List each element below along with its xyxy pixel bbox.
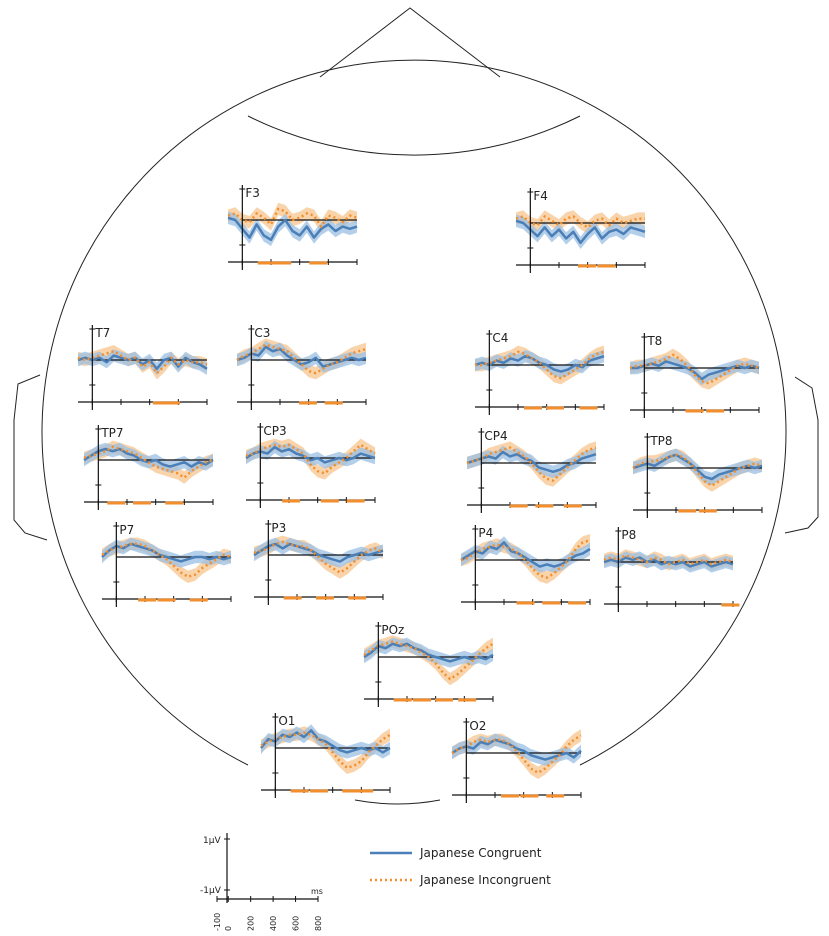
channel-label-c3: C3 [254, 326, 270, 340]
series-incongruent-p8 [603, 554, 734, 566]
channel-label-f3: F3 [245, 186, 260, 200]
scale-x-tick-label-3: 400 [269, 916, 278, 931]
channel-panel-t7: T7 [77, 325, 208, 410]
channel-panel-tp8: TP8 [632, 433, 763, 518]
channel-panel-poz: POz [363, 622, 494, 707]
head-circle-main-arc [41, 59, 787, 766]
scale-x-tick-label-5: 800 [314, 916, 323, 931]
channel-panel-o2: O2 [451, 718, 582, 803]
channel-panel-t8: T8 [629, 333, 760, 418]
series-incongruent-cp4 [466, 446, 597, 482]
channel-panel-tp7: TP7 [83, 425, 214, 510]
head-outline [13, 7, 819, 805]
channel-label-p7: P7 [119, 523, 134, 537]
channel-label-o2: O2 [469, 719, 486, 733]
head-circle-bottom-gap-arc [354, 799, 441, 805]
channel-label-tp7: TP7 [100, 426, 123, 440]
channel-panel-p4: P4 [460, 525, 591, 610]
channel-label-t7: T7 [94, 326, 110, 340]
series-congruent-t7 [77, 354, 208, 371]
head-left-ear [13, 374, 48, 541]
series-congruent-p3 [253, 542, 384, 563]
channel-panel-p8: P8 [603, 527, 740, 612]
series-congruent-cp3 [245, 445, 376, 464]
legend-incongruent-label: Japanese Incongruent [419, 873, 551, 887]
series-incongruent-p7 [101, 542, 232, 579]
scale-x-unit: ms [311, 887, 323, 896]
scale-x-tick-label-4: 600 [292, 916, 301, 931]
series-congruent-c3 [236, 345, 367, 368]
channel-label-cp3: CP3 [263, 424, 286, 438]
series-congruent-p4 [460, 541, 591, 568]
channel-panel-f4: F4 [515, 188, 646, 273]
scale-x-tick-label-0: -100 [213, 913, 222, 931]
channel-panel-cp3: CP3 [245, 423, 376, 508]
head-nose [319, 7, 501, 78]
series-congruent-f3 [227, 216, 358, 242]
legend: Japanese Congruent Japanese Incongruent [370, 846, 551, 887]
series-incongruent-tp7 [83, 445, 214, 479]
series-congruent-c4 [474, 354, 605, 373]
scale-x-tick-label-1: 0 [224, 926, 233, 931]
channel-label-t8: T8 [646, 334, 662, 348]
channel-label-p4: P4 [478, 526, 493, 540]
series-congruent-cp4 [466, 450, 597, 474]
series-incongruent-t8 [629, 353, 760, 385]
series-congruent-tp8 [632, 453, 763, 481]
series-incongruent-p3 [253, 540, 384, 574]
channel-label-tp8: TP8 [649, 434, 672, 448]
band-congruent-p4 [461, 536, 590, 573]
series-congruent-poz [363, 642, 494, 663]
series-congruent-p7 [101, 542, 232, 563]
channel-label-poz: POz [381, 623, 404, 637]
channel-label-f4: F4 [533, 189, 548, 203]
channel-label-cp4: CP4 [484, 429, 507, 443]
channel-panel-c4: C4 [474, 330, 605, 415]
series-incongruent-o2 [451, 734, 582, 775]
head-circle-left-arc [247, 115, 581, 156]
channel-panel-cp4: CP4 [466, 428, 597, 513]
band-congruent-t7 [78, 349, 207, 375]
series-incongruent-f3 [227, 207, 358, 228]
head-right-ear [784, 376, 819, 534]
channel-panel-p3: P3 [253, 520, 384, 605]
channel-label-p3: P3 [271, 521, 286, 535]
series-congruent-p8 [603, 556, 734, 568]
legend-congruent-label: Japanese Congruent [419, 846, 542, 860]
channel-label-o1: O1 [278, 714, 295, 728]
channel-label-p8: P8 [621, 528, 636, 542]
channel-panel-o1: O1 [260, 713, 391, 798]
channel-panel-f3: F3 [227, 185, 358, 270]
channel-panel-p7: P7 [101, 522, 232, 607]
scale-y-label-top: 1µV [203, 836, 221, 846]
channel-panel-c3: C3 [236, 325, 367, 410]
series-incongruent-poz [363, 640, 494, 681]
channel-label-c4: C4 [492, 331, 508, 345]
series-congruent-o1 [260, 729, 391, 754]
series-congruent-f4 [515, 219, 646, 245]
series-incongruent-cp3 [245, 443, 376, 475]
scale-y-label-bottom: -1µV [200, 886, 222, 896]
scale-x-tick-label-2: 200 [247, 916, 256, 931]
